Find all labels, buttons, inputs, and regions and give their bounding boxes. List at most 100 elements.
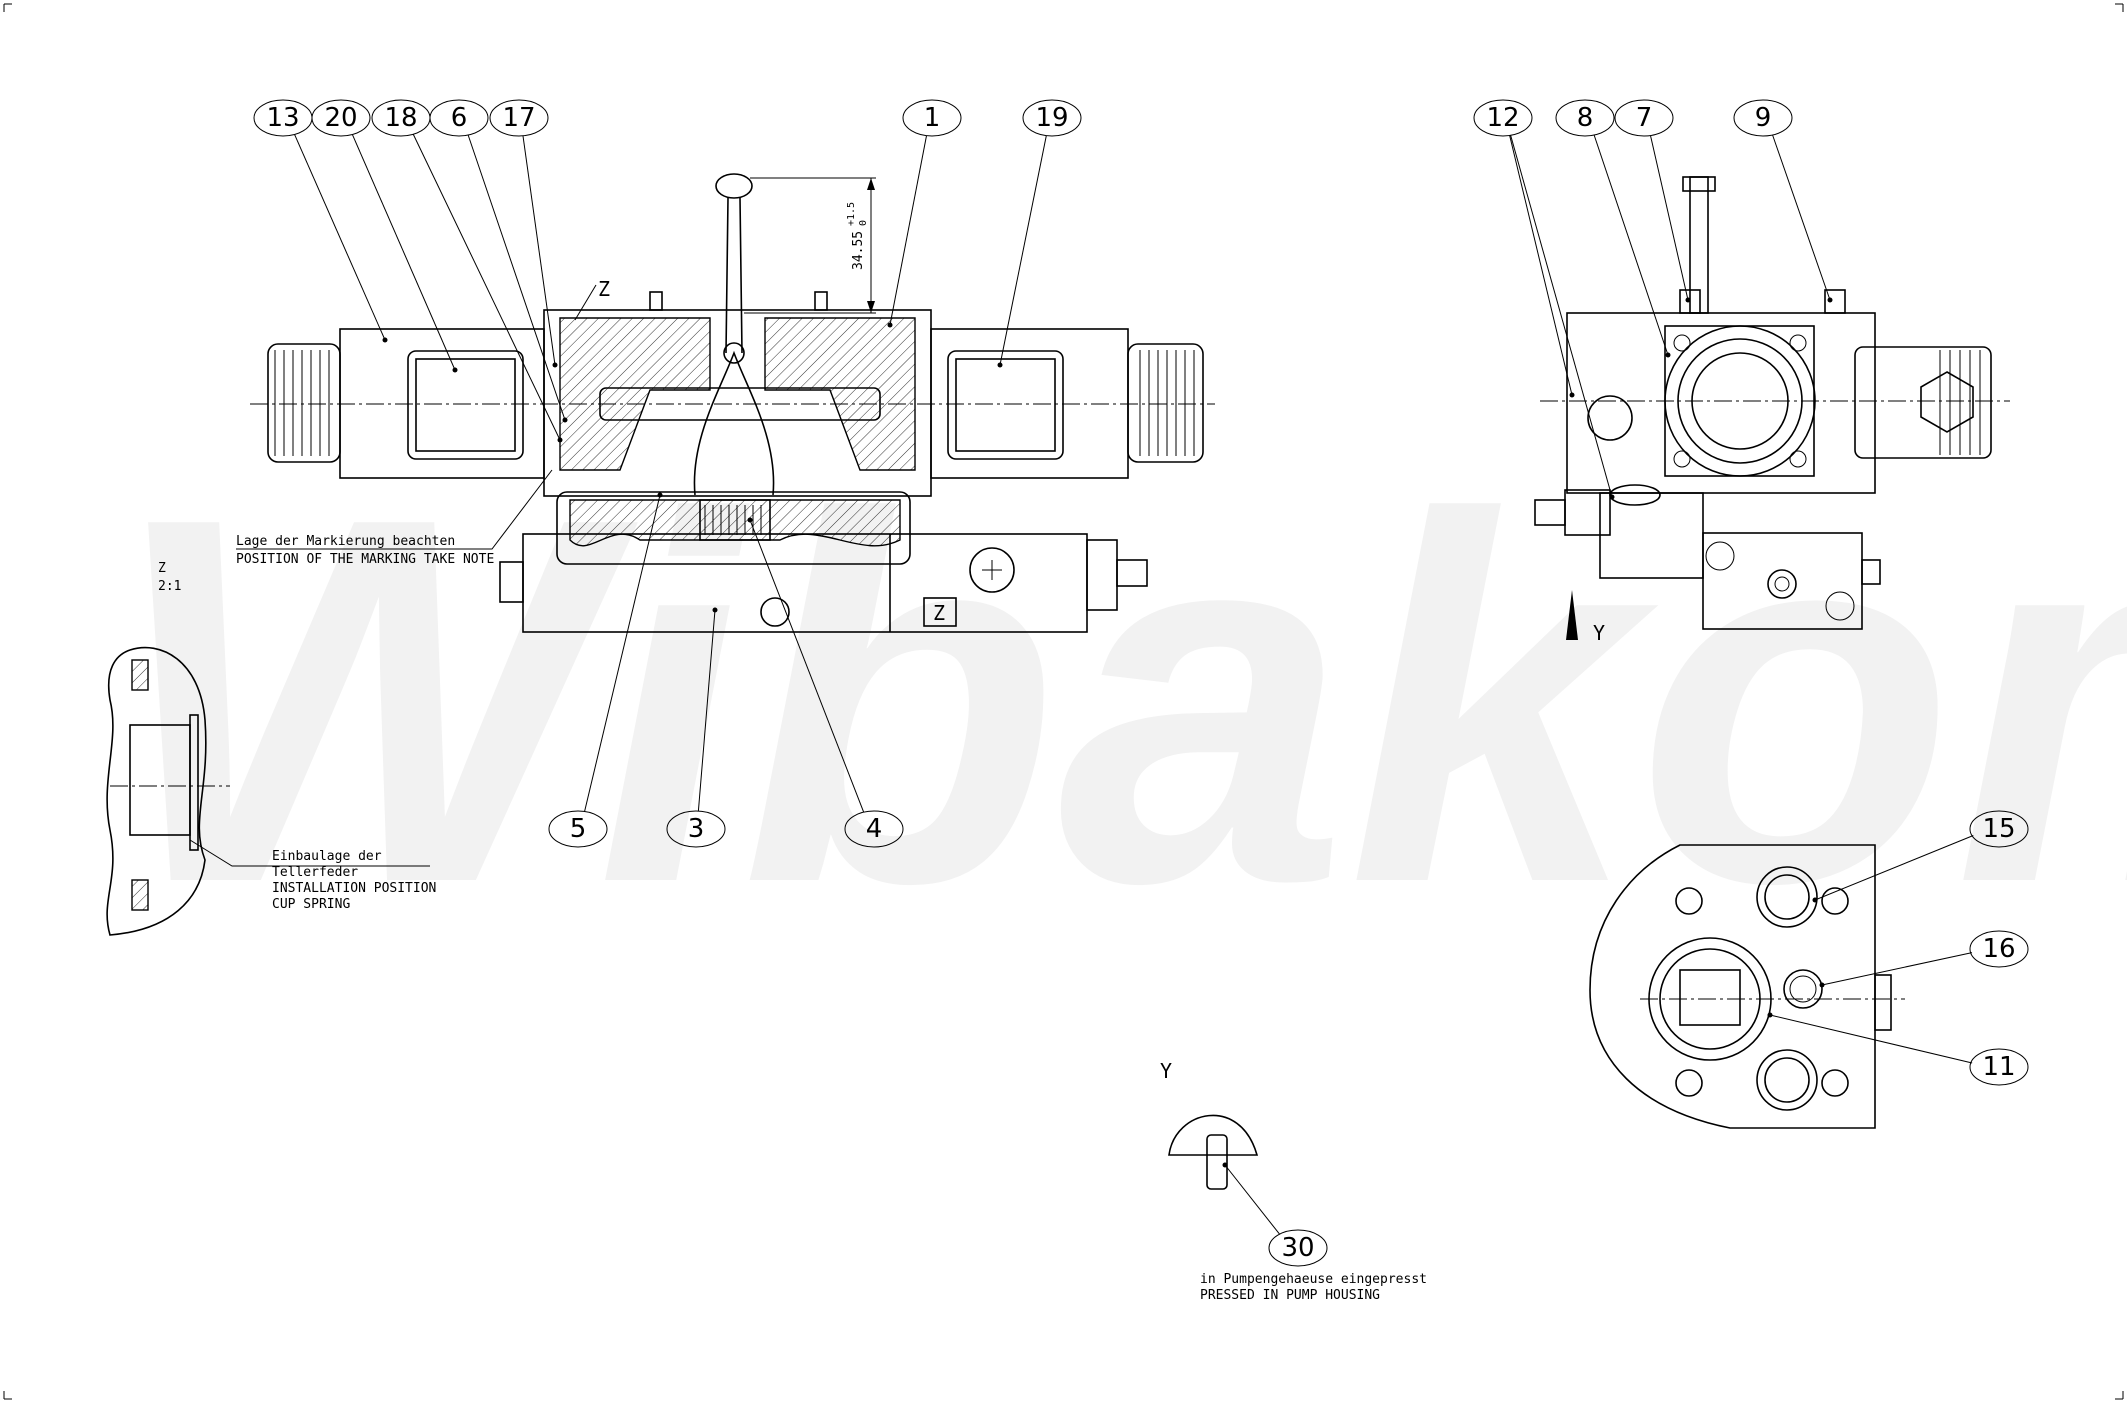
leader-dot [1665,352,1671,358]
balloon-number: 11 [1982,1052,2015,1082]
pressed-note-en: PRESSED IN PUMP HOUSING [1200,1288,1380,1303]
balloon-6: 6 [429,99,568,423]
balloon-15: 15 [1812,810,2029,903]
leader-dot [452,367,458,373]
leader-line [351,134,456,371]
valve-section-view: Z 34.55 +1.5 0 Z Lage der Markierung bea… [236,173,1215,633]
balloon-number: 19 [1035,103,1068,133]
balloon-number: 8 [1577,103,1594,133]
balloon-7: 7 [1614,99,1691,303]
leader-line [1224,1164,1281,1235]
watermark-logo: Wibakom [110,410,2127,991]
balloon-outline [489,99,549,137]
balloon-outline [1022,99,1082,137]
balloon-outline [1969,810,2029,848]
balloon-5: 5 [548,492,663,848]
cup-note-de-2: Tellerfeder [272,865,358,880]
leader-line [294,134,386,341]
leader-line [584,494,661,812]
leader-line [889,135,928,326]
balloon-20: 20 [311,99,458,373]
leader-line [697,609,716,812]
balloon-11: 11 [1767,1012,2029,1086]
section-z-label: Z [598,277,610,301]
leader-dot [1569,392,1575,398]
balloon-number: 16 [1982,934,2015,964]
leader-line [1821,952,1973,986]
cup-note-en-2: CUP SPRING [272,897,350,912]
balloon-outline [1473,99,1533,137]
balloon-number: 18 [384,103,417,133]
svg-text:34.55: 34.55 [851,231,866,270]
balloon-number: 6 [451,103,468,133]
leader-dot [1827,297,1833,303]
balloon-number: 4 [866,814,883,844]
leader-dot [1767,1012,1773,1018]
leader-line [467,134,566,421]
leader-line [1772,134,1831,301]
balloon-1: 1 [887,99,962,328]
leader-line [522,135,556,366]
balloon-outline [1969,1048,2029,1086]
leader-dot [552,362,558,368]
z-marker-label: Z [933,601,945,625]
leader-line [749,519,865,813]
svg-text:+1.5: +1.5 [846,202,857,226]
detail-z-scale: 2:1 [158,579,181,594]
balloon-18: 18 [371,99,563,443]
detail-z-view: Z 2:1 Einbaulage der Tellerfeder INSTALL… [106,561,436,936]
balloon-number: 3 [688,814,705,844]
svg-text:0: 0 [858,220,869,226]
balloon-9: 9 [1733,99,1833,303]
leader-line [1510,135,1613,498]
leader-dot [1819,982,1825,988]
balloon-number: 9 [1755,103,1772,133]
balloon-16: 16 [1819,930,2029,988]
balloon-number: 12 [1486,103,1519,133]
balloon-number: 30 [1281,1233,1314,1263]
balloon-outline [844,810,904,848]
balloon-4: 4 [747,517,904,848]
balloon-30: 30 [1222,1162,1328,1267]
valve-side-view: Y [1534,176,2010,645]
view-y-label: Y [1160,1059,1172,1083]
leader-line [412,133,561,441]
balloon-outline [902,99,962,137]
balloon-outline [666,810,726,848]
valve-bottom-view [1589,844,1905,1129]
balloon-13: 13 [253,99,388,343]
balloon-number: 7 [1636,103,1653,133]
balloon-number: 20 [324,103,357,133]
leader-dot [657,492,663,498]
balloon-outline [311,99,371,137]
leader-line [1509,135,1573,396]
dimension-label: 34.55 +1.5 0 [846,202,869,270]
balloon-number: 17 [502,103,535,133]
leader-line [1814,835,1974,901]
balloon-outline [1614,99,1674,137]
balloon-19: 19 [997,99,1082,368]
detail-z-title: Z [158,561,166,576]
balloon-number: 1 [924,103,941,133]
marking-note-de: Lage der Markierung beachten [236,534,455,549]
cup-note-de-1: Einbaulage der [272,849,382,864]
pressed-note-de: in Pumpengehaeuse eingepresst [1200,1272,1427,1287]
leader-dot [712,607,718,613]
balloon-17: 17 [489,99,558,368]
leader-dot [747,517,753,523]
balloon-outline [1268,1229,1328,1267]
leader-dot [1685,297,1691,303]
balloon-number: 15 [1982,814,2015,844]
leader-dot [1609,494,1615,500]
balloon-12: 12 [1473,99,1615,500]
cup-note-en-1: INSTALLATION POSITION [272,881,436,896]
balloon-number: 5 [570,814,587,844]
leader-line [999,135,1047,366]
balloon-3: 3 [666,607,726,848]
view-y-arrow-label: Y [1593,621,1605,645]
pin-view-y: Y in Pumpengehaeuse eingepresst PRESSED … [1160,1059,1427,1303]
leader-dot [887,322,893,328]
balloon-outline [429,99,489,137]
leader-dot [382,337,388,343]
